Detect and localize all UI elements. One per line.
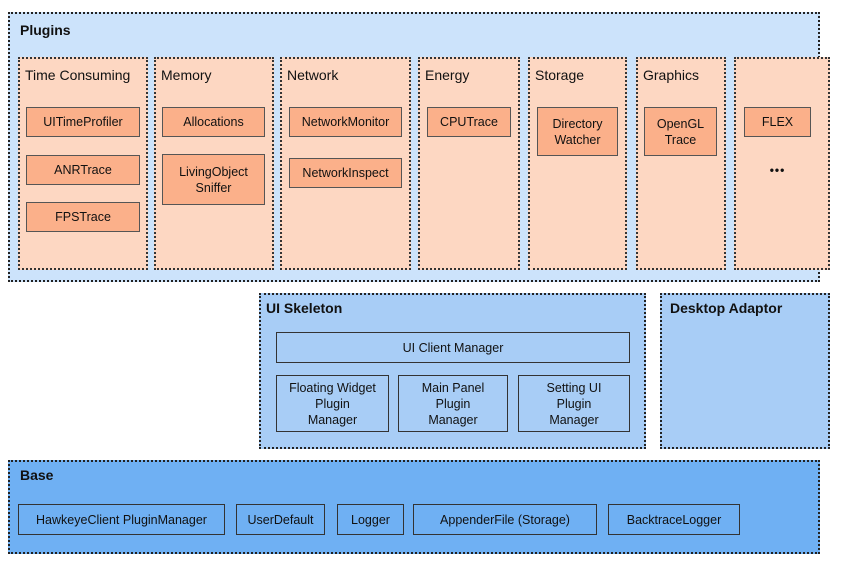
more-plugins-ellipsis: ••• xyxy=(769,163,786,177)
plugin-box-uitimeprofiler: UITimeProfiler xyxy=(26,107,140,137)
plugin-box-fpstrace: FPSTrace xyxy=(26,202,140,232)
plugin-box-livingobject-sniffer: LivingObject Sniffer xyxy=(162,154,265,205)
base-title: Base xyxy=(20,467,54,483)
category-storage: Storage xyxy=(528,57,627,270)
plugin-box-directory-watcher: Directory Watcher xyxy=(537,107,618,156)
base-box-hawkeyeclient-pluginmanager: HawkeyeClient PluginManager xyxy=(18,504,225,535)
category-title: Memory xyxy=(161,67,212,83)
desktop-adaptor-section: Desktop Adaptor xyxy=(660,293,830,449)
category-other xyxy=(734,57,830,270)
base-box-logger: Logger xyxy=(337,504,404,535)
base-box-appenderfile-storage: AppenderFile (Storage) xyxy=(413,504,597,535)
category-title: Graphics xyxy=(643,67,700,83)
desktop-adaptor-title: Desktop Adaptor xyxy=(670,300,783,316)
category-graphics: Graphics xyxy=(636,57,726,270)
ui-client-manager-box: UI Client Manager xyxy=(276,332,630,363)
plugin-box-anrtrace: ANRTrace xyxy=(26,155,140,185)
plugin-box-cputrace: CPUTrace xyxy=(427,107,511,137)
category-title: Network xyxy=(287,67,339,83)
category-title: Energy xyxy=(425,67,470,83)
plugins-title: Plugins xyxy=(20,22,71,38)
base-box-backtracelogger: BacktraceLogger xyxy=(608,504,740,535)
category-energy: Energy xyxy=(418,57,520,270)
plugin-box-allocations: Allocations xyxy=(162,107,265,137)
plugin-box-networkmonitor: NetworkMonitor xyxy=(289,107,402,137)
plugin-box-flex: FLEX xyxy=(744,107,811,137)
plugin-box-networkinspect: NetworkInspect xyxy=(289,158,402,188)
plugin-box-opengl-trace: OpenGL Trace xyxy=(644,107,717,156)
setting-ui-plugin-manager-box: Setting UI Plugin Manager xyxy=(518,375,630,432)
base-box-userdefault: UserDefault xyxy=(236,504,325,535)
category-title: Storage xyxy=(535,67,585,83)
ui-skeleton-title: UI Skeleton xyxy=(266,300,343,316)
category-title: Time Consuming xyxy=(25,67,131,83)
floating-widget-plugin-manager-box: Floating Widget Plugin Manager xyxy=(276,375,389,432)
main-panel-plugin-manager-box: Main Panel Plugin Manager xyxy=(398,375,508,432)
